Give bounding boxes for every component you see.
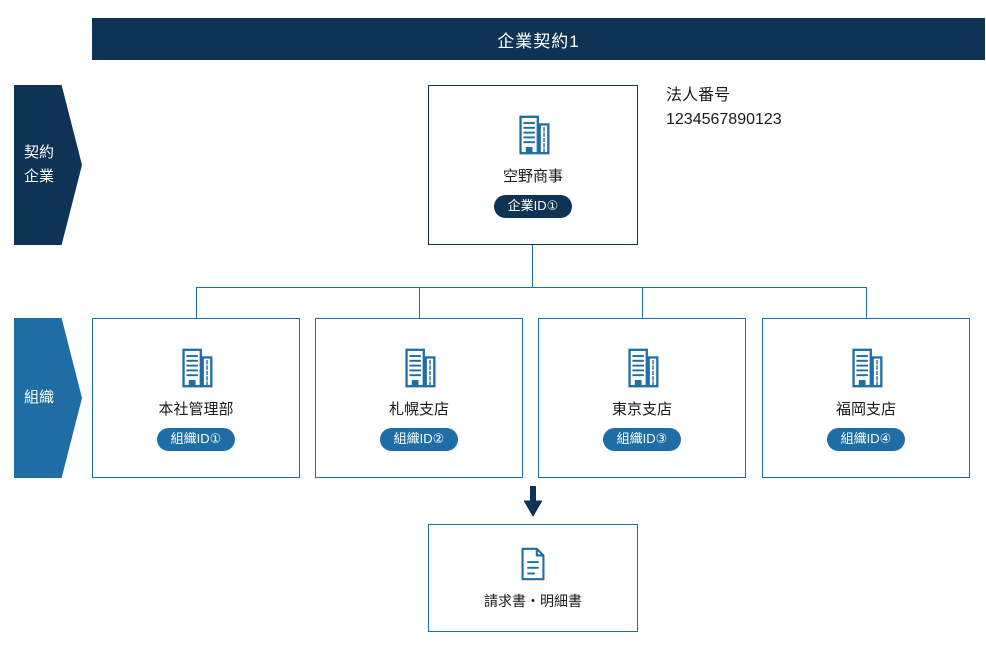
- connector-line: [196, 287, 197, 318]
- document-icon: [514, 545, 552, 583]
- org-id-badge: 組織ID④: [826, 427, 906, 452]
- org-id-badge: 組織ID②: [379, 427, 459, 452]
- side-label-contract-company: 契約 企業: [14, 85, 82, 245]
- connector-line: [196, 287, 867, 288]
- corporate-number: 法人番号 1234567890123: [666, 84, 782, 132]
- building-icon: [843, 345, 889, 391]
- building-icon: [173, 345, 219, 391]
- org-node-honsha: 本社管理部 組織ID①: [92, 318, 300, 478]
- org-name: 東京支店: [611, 400, 672, 418]
- side-label-organization: 組織: [14, 318, 82, 478]
- invoice-label: 請求書・明細書: [484, 593, 582, 609]
- org-node-sapporo: 札幌支店 組織ID②: [315, 318, 523, 478]
- building-icon: [396, 345, 442, 391]
- corporate-number-label: 法人番号: [666, 87, 731, 104]
- org-name: 本社管理部: [158, 400, 234, 418]
- diagram-title-bar: 企業契約1: [92, 18, 985, 60]
- org-node-fukuoka: 福岡支店 組織ID④: [762, 318, 970, 478]
- connector-line: [642, 287, 643, 318]
- company-id-badge: 企業ID①: [493, 194, 573, 219]
- org-node-tokyo: 東京支店 組織ID③: [538, 318, 746, 478]
- invoice-node: 請求書・明細書: [428, 524, 638, 632]
- company-node: 空野商事 企業ID①: [428, 85, 638, 245]
- connector-line: [419, 287, 420, 318]
- side-label-organization-text: 組織: [23, 389, 54, 406]
- org-id-badge: 組織ID③: [602, 427, 682, 452]
- org-name: 福岡支店: [835, 400, 896, 418]
- connector-line: [532, 245, 533, 288]
- company-name: 空野商事: [502, 167, 563, 185]
- org-name: 札幌支店: [388, 400, 449, 418]
- building-icon: [619, 345, 665, 391]
- org-id-badge: 組織ID①: [156, 427, 236, 452]
- corporate-number-value: 1234567890123: [666, 111, 782, 128]
- building-icon: [510, 112, 556, 158]
- down-arrow-icon: [523, 486, 543, 517]
- connector-line: [866, 287, 867, 318]
- diagram-title: 企業契約1: [497, 31, 580, 51]
- side-label-contract-company-text: 契約 企業: [23, 144, 54, 185]
